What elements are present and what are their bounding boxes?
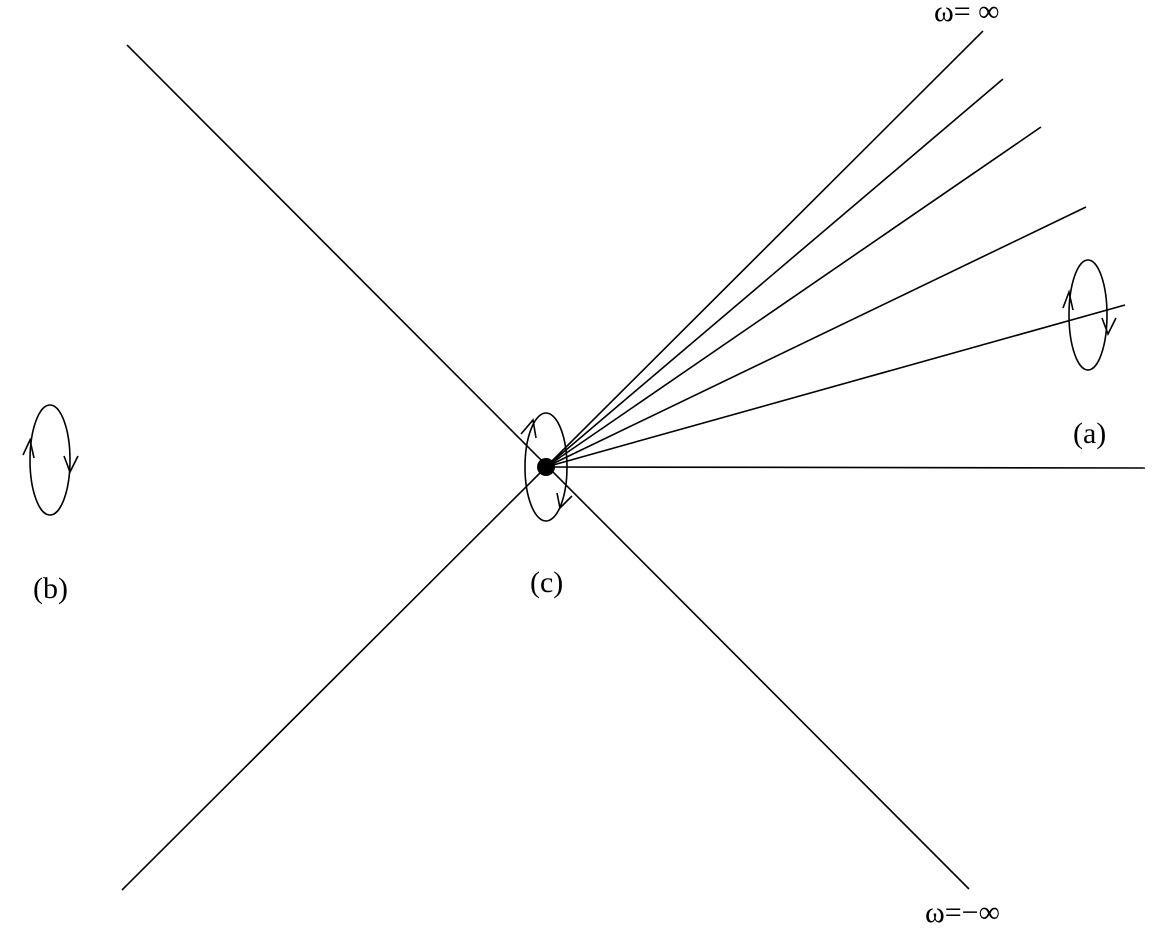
diagonal-line-lower-left: [121, 466, 547, 891]
label-c: (c): [530, 566, 563, 599]
arrow-c-up: [520, 418, 537, 439]
ray-2: [545, 78, 1004, 468]
loop-b: [29, 404, 71, 516]
ray-horizontal: [545, 466, 1146, 469]
arrow-b-down: [63, 455, 79, 474]
ray-5: [545, 304, 1126, 468]
ray-4: [545, 206, 1087, 468]
arrow-a-down: [1101, 317, 1117, 336]
arrow-b-up: [22, 437, 35, 459]
label-omega-minus-infinity: ω=−∞: [925, 896, 1000, 929]
ray-omega-infinity: [545, 30, 984, 468]
label-omega-infinity: ω= ∞: [934, 0, 1000, 28]
arrow-a-up: [1062, 289, 1074, 311]
critical-point: [537, 458, 555, 476]
label-b: (b): [33, 572, 68, 605]
loop-c: [524, 412, 568, 522]
loop-a: [1068, 259, 1108, 371]
ray-3: [545, 126, 1042, 468]
label-a: (a): [1073, 417, 1106, 450]
arrow-c-down: [556, 492, 573, 510]
